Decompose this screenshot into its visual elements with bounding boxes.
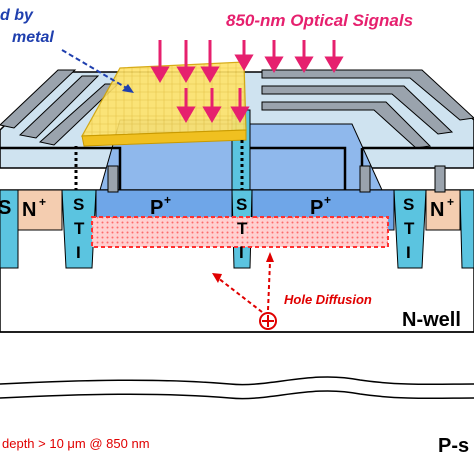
metal-pointer <box>61 49 131 91</box>
sti1-s: S <box>73 195 84 214</box>
contact-plugs <box>107 165 446 193</box>
arrow-down-icon <box>234 40 254 71</box>
p-plus-right-sup: + <box>324 193 331 207</box>
sti3-t: T <box>404 219 415 238</box>
sti2-t: T <box>237 219 248 238</box>
metal-label-line1: d by <box>0 7 34 24</box>
n-plus-right-sup: + <box>447 195 454 209</box>
circled-plus-icon <box>259 312 277 330</box>
n-plus-right-label: N <box>430 199 444 221</box>
arrow-down-icon <box>200 40 220 83</box>
n-well-label: N-well <box>402 309 461 331</box>
optical-signal-arrows <box>150 40 344 123</box>
p-plus-right-label: P <box>310 197 323 219</box>
sti2-i: I <box>239 243 244 262</box>
arrow-down-icon <box>294 40 314 73</box>
arrow-down-icon <box>324 40 344 73</box>
n-plus-left-sup: + <box>39 195 46 209</box>
metal-shield <box>80 61 247 147</box>
sti1-i: I <box>76 243 81 262</box>
substrate-break-top <box>0 376 474 386</box>
sti3-s: S <box>403 195 414 214</box>
p-sub-label: P-s <box>438 435 469 457</box>
sti2-s: S <box>236 195 247 214</box>
arrow-down-icon <box>264 40 284 73</box>
depletion-region <box>91 216 389 248</box>
arrow-down-icon <box>176 88 196 123</box>
contact-wires <box>0 146 474 190</box>
sti1-t: T <box>74 219 85 238</box>
depth-note: depth > 10 μm @ 850 nm <box>2 436 150 451</box>
sti3-i: I <box>406 243 411 262</box>
optical-signal-label: 850-nm Optical Signals <box>226 11 413 30</box>
left-edge-s: S <box>0 197 11 219</box>
arrow-down-icon <box>150 40 170 83</box>
arrow-down-icon <box>230 88 250 123</box>
arrow-down-icon <box>202 88 222 123</box>
hole-diffusion-label: Hole Diffusion <box>284 292 372 307</box>
substrate-break-bottom <box>0 390 474 400</box>
metal-label-line2: metal <box>12 29 54 46</box>
p-plus-left-label: P <box>150 197 163 219</box>
p-plus-left-sup: + <box>164 193 171 207</box>
n-plus-left-label: N <box>22 199 36 221</box>
arrow-down-icon <box>176 40 196 83</box>
hole-diffusion-arrows <box>217 261 271 313</box>
